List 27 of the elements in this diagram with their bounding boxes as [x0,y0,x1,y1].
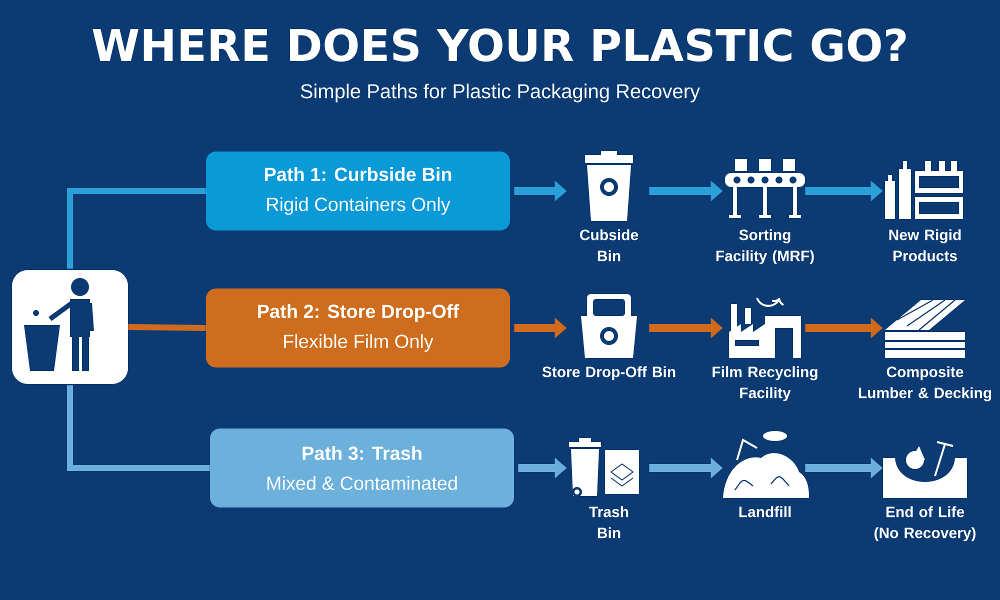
connector-line [67,385,210,471]
path-box: Path 3: Trash Mixed & Contaminated [210,428,514,508]
person-trash-icon [12,270,128,384]
basket-drawing [581,294,637,358]
wheelie-drawing [585,151,633,221]
subtitle: Simple Paths for Plastic Packaging Recovery [300,84,700,102]
connector-line [67,188,206,269]
icon-caption: Trash Bin [589,506,628,538]
icon-caption: End of Life (No Recovery) [874,506,976,542]
icon-caption: Film Recycling Facility [712,366,818,402]
products-drawing [885,161,964,219]
icon-caption: Cubside Bin [580,229,638,262]
title: WHERE DOES YOUR PLASTIC GO? [92,28,906,62]
icon-caption: Landfill [739,506,791,518]
path-box: Path 1: Curbside Bin Rigid Containers Only [206,152,510,230]
pit-drawing [883,441,967,498]
factory-drawing [729,298,802,358]
path-box: Path 2: Store Drop-Off Flexible Film Only [206,288,510,368]
trash-drawing [569,438,639,497]
icon-caption: Store Drop-Off Bin [542,366,676,380]
lumber-drawing [885,299,965,358]
icon-caption: Sorting Facility (MRF) [716,229,814,264]
icon-caption: Composite Lumber & Decking [858,366,992,402]
icon-caption: New Rigid Products [889,229,961,262]
landfill-drawing [723,431,809,498]
sorter-drawing [725,159,806,218]
connector-line [128,324,206,331]
